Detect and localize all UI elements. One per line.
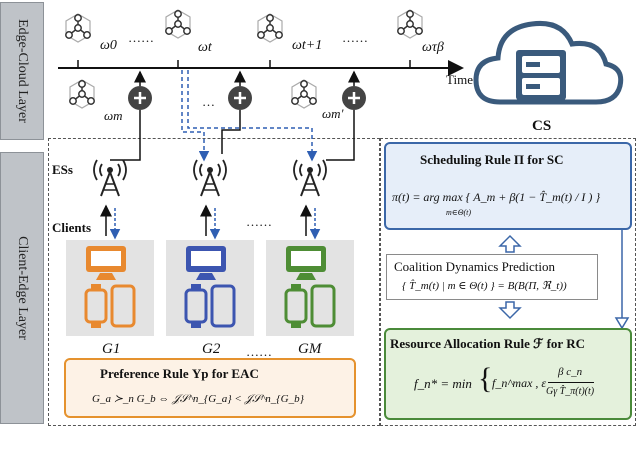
client-group-1-devices — [84, 246, 136, 328]
resource-formula-frac-den: Gγ T̂_π(t)(t) — [546, 386, 595, 397]
model-icon-t1 — [257, 13, 283, 43]
scheduling-rule-box — [384, 142, 632, 230]
coalition-prediction-formula: { T̂_m(t) | m ∈ Θ(t) } = B(B(Π, ℜ_t)) — [402, 280, 567, 292]
preference-rule-title: Preference Rule Υp for EAC — [100, 366, 259, 381]
groups-dots: …… — [246, 344, 272, 359]
edge-server-tower-1 — [93, 159, 127, 197]
client-group-3-devices — [284, 246, 336, 328]
group-label-3: GM — [298, 341, 322, 357]
model-icon-m-prime — [291, 79, 317, 109]
resource-formula-mid: f_n^max , ε — [492, 376, 547, 390]
scheduling-rule-title: Scheduling Rule Π for SC — [420, 152, 564, 167]
cloud-server-icon — [473, 20, 624, 105]
resource-formula-frac-bar — [548, 382, 594, 383]
timeline-dots-2: …… — [342, 30, 368, 45]
model-label-t: ωt — [198, 40, 212, 55]
scheduling-rule-formula: π(t) = arg max { A_m + β(1 − T̂_m(t) / I… — [392, 190, 601, 204]
aggregate-plus-2 — [226, 84, 254, 112]
model-icon-m — [69, 79, 95, 109]
resource-allocation-title: Resource Allocation Rule ℱ for RC — [390, 336, 585, 351]
edge-server-tower-2 — [193, 159, 227, 197]
model-icon-0 — [65, 13, 91, 43]
coalition-prediction-box — [386, 254, 598, 300]
edge-cloud-layer-band — [0, 2, 44, 140]
model-label-m: ωm — [104, 108, 123, 123]
model-label-m-prime: ωm' — [322, 106, 344, 121]
resource-formula-lhs: f_n* = min — [414, 376, 472, 391]
group-label-1: G1 — [102, 341, 121, 357]
rules-frame — [380, 138, 636, 426]
ess-label: ESs — [52, 162, 73, 177]
clients-label: Clients — [52, 220, 91, 235]
model-label-t1: ωt+1 — [292, 38, 323, 53]
time-label: Time — [446, 72, 473, 87]
client-edge-frame — [48, 138, 380, 426]
cloud-server-label: CS — [532, 118, 552, 134]
resource-formula-brace: { — [478, 362, 493, 395]
model-label-tau: ωτβ — [422, 40, 444, 55]
group-label-2: G2 — [202, 341, 221, 357]
resource-formula-frac-num: β c_n — [558, 366, 583, 378]
coalition-prediction-title: Coalition Dynamics Prediction — [394, 259, 556, 274]
aggregate-plus-3 — [340, 84, 368, 112]
arrow-coalition-to-scheduling — [498, 234, 522, 253]
model-icon-t — [165, 9, 191, 39]
model-label-0: ω0 — [100, 38, 117, 53]
lower-dots: … — [202, 94, 215, 109]
timeline-dots-1: …… — [128, 30, 154, 45]
arrow-coalition-to-resource — [498, 301, 522, 320]
preference-rule-formula: G_a ≻_n G_b ⇔ 𝒥𝒮^n_{G_a} < 𝒥𝒮^n_{G_b} — [92, 393, 304, 405]
scheduling-rule-subscript: m∈Θ(t) — [446, 208, 472, 217]
client-edge-layer-band — [0, 152, 44, 424]
resource-allocation-box — [384, 328, 632, 420]
edge-server-tower-3 — [293, 159, 327, 197]
preference-rule-box — [64, 358, 356, 418]
client-group-2-devices — [184, 246, 236, 328]
towers-dots: …… — [246, 214, 272, 229]
model-icon-tau — [397, 9, 423, 39]
aggregate-plus-1 — [126, 84, 154, 112]
